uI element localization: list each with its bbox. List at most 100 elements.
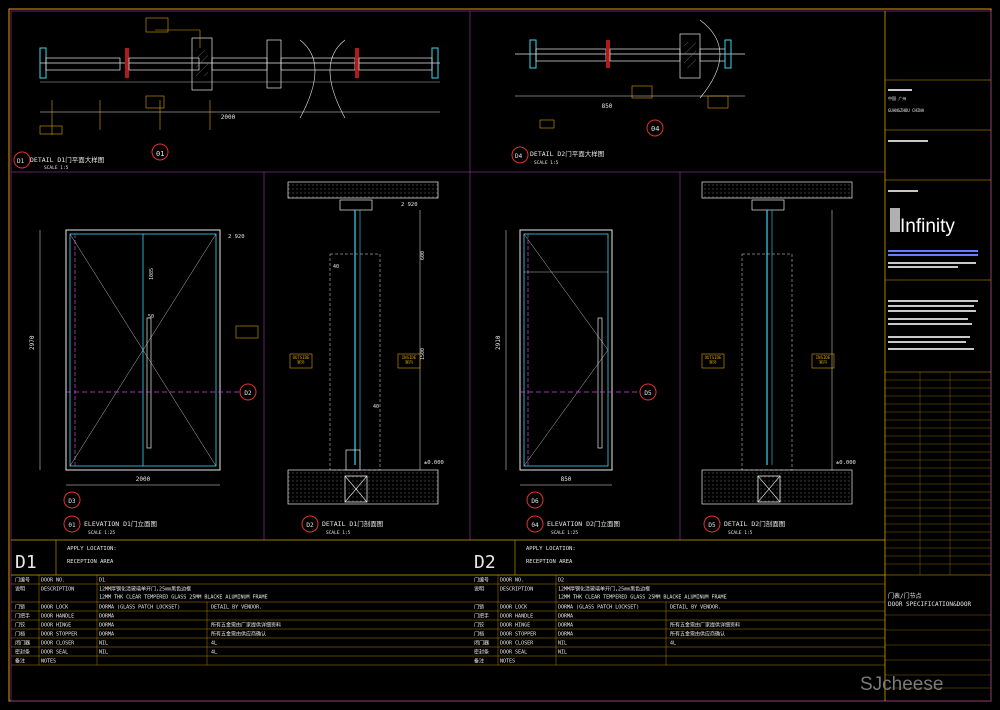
detail-marker-d5 (703, 515, 721, 533)
spec-row-note: 4L (211, 650, 217, 656)
spec-row-value: DORMA (558, 614, 573, 620)
spec-row-en: DOOR HANDLE (41, 614, 74, 620)
spec-row-value: DORMA (99, 614, 114, 620)
tb-sheet-title-cn: 门表/门节点 (888, 592, 922, 600)
spec-row-cn: 门铰 (15, 622, 25, 629)
tb-logo: Infinity (900, 216, 955, 237)
marker-d5: D5 (644, 390, 652, 397)
spec-row-note: DETAIL BY VENDOR. (211, 605, 262, 611)
detail-marker-d2 (301, 515, 319, 533)
spec-row-value: NIL (99, 641, 108, 647)
detail-marker-e2 (526, 515, 544, 533)
spec-row-note: 所有五金需由厂家提供详细资料 (211, 622, 281, 629)
spec-row-cn: 门锁 (474, 604, 484, 611)
spec-row: 门锁 DOOR LOCK DORMA (GLASS PATCH LOCKSET) DE… (470, 604, 885, 612)
spec-row-note: 所有五金需由供应商确认 (670, 631, 725, 638)
elev2-height-dim: 2910 (495, 335, 502, 350)
spec-row-cn: 备注 (474, 658, 484, 665)
spec-row-cn: 门编号 (15, 577, 30, 584)
apply-location-value: RECEPTION AREA (67, 559, 114, 565)
detail-code-d1: D1 (17, 158, 25, 165)
spec-row-value: DORMA (558, 623, 573, 629)
spec-row-value: 12MM厚钢化清玻璃单开门,25mm黑色边框 (558, 586, 650, 593)
spec-row-en: DOOR HINGE (500, 623, 530, 629)
spec-row-en: DOOR STOPPER (500, 632, 537, 638)
plan-detail-d4: 04 (515, 19, 745, 137)
svg-text:04: 04 (651, 125, 659, 133)
d2-dim-40b: 40 (373, 404, 379, 410)
marker-d3: D3 (68, 498, 76, 505)
spec-row-en: NOTES (500, 659, 515, 665)
d2-floor: ±0.000 (424, 460, 444, 466)
marker-d6: D6 (531, 498, 539, 505)
detail-marker-d4 (511, 146, 529, 164)
spec-row-note: DETAIL BY VENDOR. (670, 605, 721, 611)
spec-row-cn: 说明 (474, 586, 484, 593)
detail-title-d4: DETAIL D2门平面大样图 (530, 149, 604, 158)
detail-code-e2: 04 (531, 522, 539, 529)
detail-title-d1: DETAIL D1门平面大样图 (30, 155, 104, 164)
detail-title-d5: DETAIL D2门剖面图 (724, 519, 785, 528)
spec-row-value: NIL (558, 650, 567, 656)
spec-row-note: 所有五金需由厂家提供详细资料 (670, 622, 740, 629)
spec-row-en: DOOR STOPPER (41, 632, 78, 638)
spec-row-en: DOOR SEAL (500, 650, 527, 656)
d2-ceiling: 2 920 (401, 202, 418, 208)
spec-row-value: NIL (99, 650, 108, 656)
spec-row-en: DOOR CLOSER (500, 641, 534, 647)
d2-dim-1500: 1500 (420, 348, 426, 360)
tb-client: GUANGZHOU CHINA (888, 108, 925, 113)
spec-row: 门编号 DOOR NO. D2 (470, 577, 885, 585)
spec-row-cn: 门把手 (15, 613, 30, 620)
elev1-dim-50: 50 (148, 314, 154, 320)
spec-row-en: DOOR HANDLE (500, 614, 533, 620)
spec-row-value: DORMA (GLASS PATCH LOCKSET) (558, 605, 639, 611)
apply-location-value: RECEPTION AREA (526, 559, 573, 565)
detail-code-d4: D4 (515, 153, 523, 160)
detail-title-e1: ELEVATION D1门立面图 (84, 519, 157, 528)
detail-title-e2: ELEVATION D2门立面图 (547, 519, 620, 528)
spec-row-en: DOOR NO. (500, 578, 524, 584)
elev2-width-dim: 850 (561, 476, 572, 483)
detail-title-d2: DETAIL D1门剖面图 (322, 519, 383, 528)
d5-floor: ±0.000 (836, 460, 856, 466)
spec-row-en: DOOR LOCK (41, 605, 68, 611)
sheet-inner-border (10, 10, 992, 702)
spec-row-en: DOOR LOCK (500, 605, 527, 611)
section-marker (151, 143, 169, 161)
elev1-width-dim: 2000 (136, 476, 151, 483)
tb-city: 中国 广州 (888, 95, 906, 101)
detail-code-d2: D2 (306, 522, 314, 529)
spec-row-en: DOOR SEAL (41, 650, 68, 656)
plan2-width-dim: 850 (602, 103, 613, 110)
spec-row-cn: 门把手 (474, 613, 489, 620)
elev1-height-dim: 2970 (29, 335, 36, 350)
spec-row-value: DORMA (558, 632, 573, 638)
section-marker (646, 119, 664, 137)
spec-row-en: DOOR CLOSER (41, 641, 75, 647)
detail-scale-e2: SCALE 1:25 (551, 530, 578, 536)
spec-row-value: D2 (558, 578, 564, 584)
spec-row-cn: 门编号 (474, 577, 489, 584)
section-d2 (287, 181, 439, 505)
spec-row-en: DESCRIPTION (500, 587, 533, 593)
spec-row-cn: 说明 (15, 586, 25, 593)
spec-row-en: DOOR HINGE (41, 623, 71, 629)
detail-scale-d2: SCALE 1:5 (326, 530, 351, 536)
detail-marker-d1 (13, 151, 31, 169)
plan-detail-d1: 01 (39, 17, 440, 161)
spec-row: 门把手 DOOR HANDLE DORMA (11, 613, 470, 621)
